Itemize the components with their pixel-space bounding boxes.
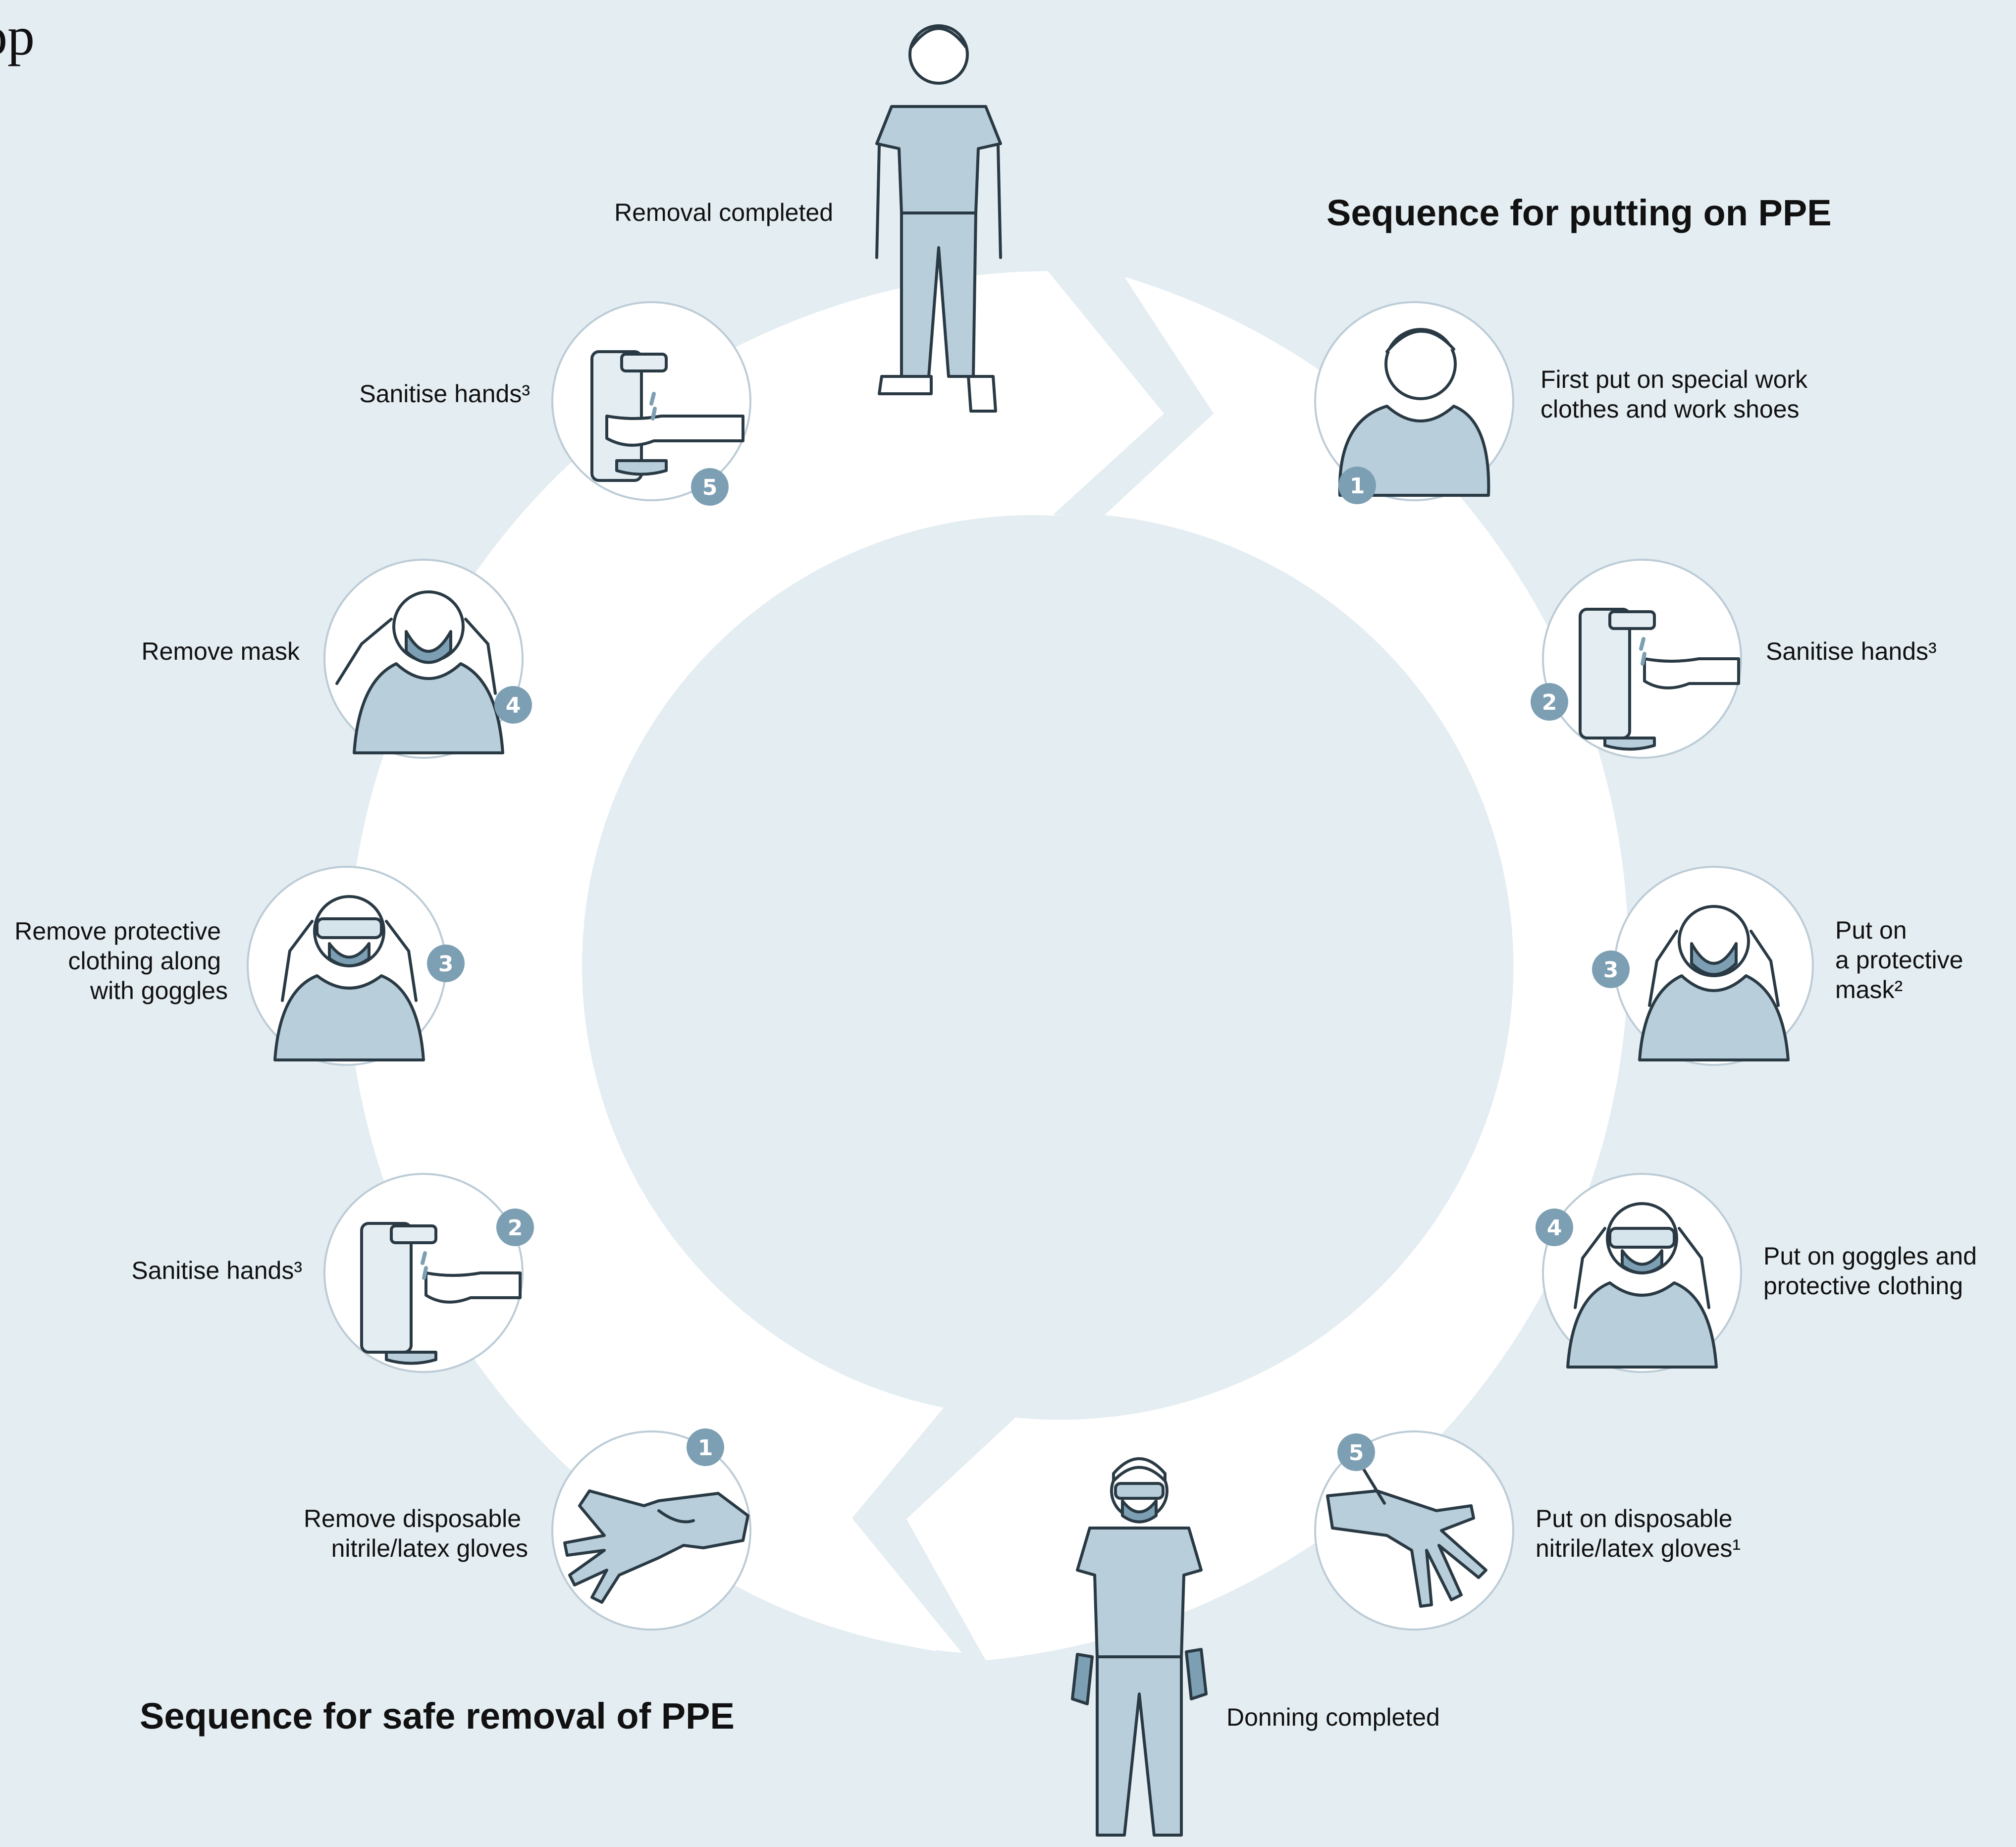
step-label: Remove protective clothing along with go…	[14, 917, 228, 1004]
step-number-badge	[1592, 950, 1630, 988]
step-number: 5	[1349, 1440, 1364, 1466]
step-number: 2	[1542, 690, 1557, 715]
removal-step-5: 5 Sanitise hands³	[359, 301, 751, 506]
ring-arc-donning	[347, 271, 1164, 1651]
step-label: First put on special work clothes and wo…	[1540, 366, 1814, 423]
donning-step-5: 5 Put on disposable nitrile/latex gloves…	[1314, 1430, 1741, 1631]
donning-completed-label: Donning completed	[1226, 1703, 1440, 1731]
standing-person-icon	[875, 24, 1002, 413]
fully-protected-person-icon	[1071, 1457, 1208, 1837]
step-number-badge	[1337, 1433, 1375, 1471]
step-label: Sanitise hands³	[1766, 637, 1937, 665]
hand-sanitiser-icon	[590, 350, 744, 482]
step-number: 3	[438, 951, 454, 977]
step-label: Put on disposable nitrile/latex gloves¹	[1536, 1505, 1741, 1562]
step-label: Put on a protective mask²	[1835, 916, 1970, 1003]
step-label: Remove disposable nitrile/latex gloves	[304, 1505, 528, 1562]
goggles-icon	[1566, 1202, 1718, 1369]
step-number-badge	[1536, 1209, 1573, 1246]
removal-completed-figure	[875, 24, 1002, 413]
step-number: 2	[508, 1215, 523, 1241]
step-number-badge	[1338, 467, 1376, 504]
ring-arc-right	[906, 277, 1629, 1660]
removal-completed-label: Removal completed	[614, 199, 833, 226]
step-label: Sanitise hands³	[359, 380, 530, 408]
person-bust-icon	[1338, 328, 1490, 497]
step-number-badge	[494, 686, 532, 724]
donning-step-1: 1 First put on special work clothes and …	[1314, 301, 1814, 504]
hand-sanitiser-icon	[360, 1222, 522, 1365]
step-number-badge	[1531, 683, 1568, 721]
step-number: 3	[1603, 957, 1619, 983]
step-number-badge	[691, 468, 729, 506]
step-number: 1	[698, 1435, 713, 1461]
ring-inner-hole	[582, 515, 1484, 1417]
step-number: 1	[1350, 474, 1365, 499]
step-label: Put on goggles and protective clothing	[1763, 1242, 1984, 1300]
mask-removal-icon	[335, 590, 504, 754]
step-number: 5	[702, 475, 718, 500]
step-number-badge	[496, 1209, 534, 1246]
step-number: 4	[506, 693, 521, 718]
goggles-removal-icon	[273, 895, 425, 1061]
removal-step-3: 3 Remove protective clothing along with …	[14, 866, 465, 1066]
donning-completed-figure	[1071, 1457, 1208, 1837]
removal-step-1: 1 Remove disposable nitrile/latex gloves	[304, 1428, 751, 1631]
donning-step-4: 4 Put on goggles and protective clothing	[1536, 1173, 1984, 1373]
step-label: Sanitise hands³	[131, 1257, 302, 1284]
step-number-badge	[427, 945, 465, 982]
removal-title: Sequence for safe removal of PPE	[140, 1695, 735, 1737]
step-number: 4	[1547, 1215, 1562, 1241]
donning-title: Sequence for putting on PPE	[1326, 192, 1832, 233]
donning-step-2: 2 Sanitise hands³	[1531, 559, 1937, 759]
step-label: Remove mask	[141, 637, 300, 665]
removal-step-2: 2 Sanitise hands³	[131, 1173, 534, 1373]
cropped-heading-fragment: op	[0, 6, 35, 66]
step-number-badge	[687, 1428, 724, 1466]
removal-step-4: 4 Remove mask	[141, 559, 532, 759]
glove-removal-icon	[563, 1489, 749, 1604]
donning-step-3: 3 Put on a protective mask²	[1592, 866, 1970, 1066]
hand-sanitiser-icon	[1579, 608, 1740, 751]
mask-on-icon	[1638, 905, 1790, 1061]
